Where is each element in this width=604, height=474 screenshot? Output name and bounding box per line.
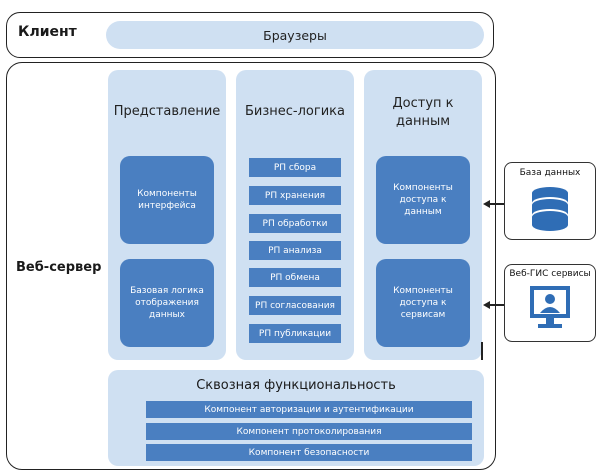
gis-services-label: Веб-ГИС сервисы [509, 269, 591, 279]
cross-cutting-item: Компонент авторизации и аутентификации [146, 401, 472, 418]
data-access-component-services: Компоненты доступа к сервисам [376, 259, 470, 347]
cross-cutting-item: Компонент протоколирования [146, 423, 472, 440]
data-access-component-data: Компоненты доступа к данным [376, 156, 470, 244]
business-logic-title: Бизнес-логика [245, 104, 345, 119]
presenter-icon [530, 286, 570, 328]
database-arrow-line [488, 203, 504, 205]
business-item: РП анализа [249, 241, 341, 260]
database-icon [532, 187, 568, 231]
database-label: База данных [519, 168, 581, 178]
column-edge-mark [481, 342, 483, 360]
business-item: РП публикации [249, 324, 341, 343]
gis-arrow-head [483, 301, 490, 309]
client-label: Клиент [18, 24, 77, 40]
browsers-bar: Браузеры [106, 21, 484, 49]
database-arrow-head [483, 200, 490, 208]
cross-cutting-item: Компонент безопасности [146, 444, 472, 461]
business-item: РП обмена [249, 268, 341, 287]
presentation-component-base-logic: Базовая логика отображения данных [120, 259, 214, 347]
presentation-component-interface: Компоненты интерфейса [120, 156, 214, 244]
gis-arrow-line [488, 304, 504, 306]
presentation-title: Представление [113, 104, 221, 119]
data-access-title: Доступ к данным [392, 96, 454, 129]
business-item: РП хранения [249, 186, 341, 205]
business-item: РП согласования [249, 296, 341, 315]
web-server-label: Веб-сервер [16, 260, 102, 275]
database-box [504, 162, 596, 240]
cross-cutting-title: Сквозная функциональность [196, 378, 396, 393]
business-item: РП сбора [249, 158, 341, 177]
business-item: РП обработки [249, 214, 341, 233]
